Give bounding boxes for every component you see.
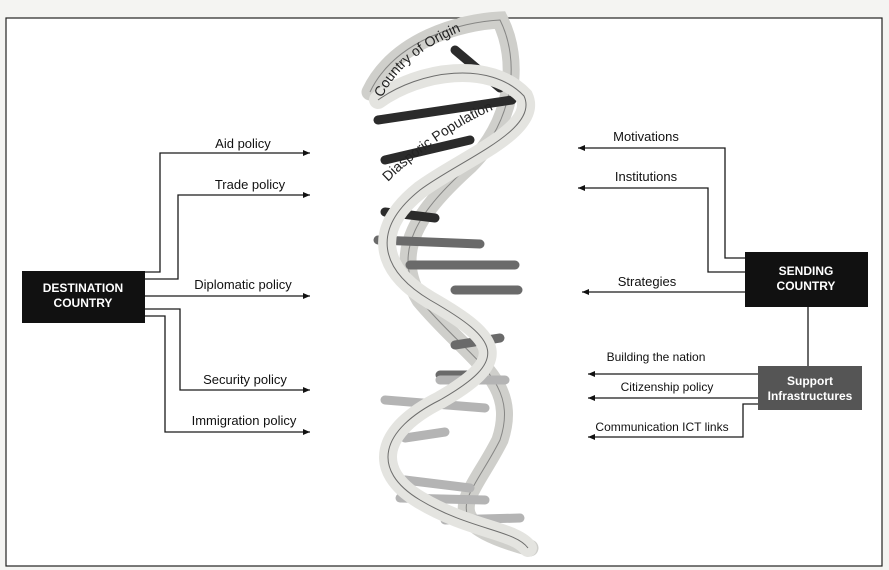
destination-label-line2: COUNTRY <box>54 296 113 310</box>
item-strategies: Strategies <box>618 274 677 289</box>
support-infrastructures-group: Support Infrastructures Building the nat… <box>588 350 862 440</box>
item-institutions: Institutions <box>615 169 678 184</box>
connector-trade <box>145 192 310 280</box>
helix-rung <box>373 95 517 125</box>
connector-communication <box>588 403 758 440</box>
connector-aid <box>145 150 310 273</box>
item-citizenship-policy: Citizenship policy <box>621 380 714 394</box>
policy-security: Security policy <box>203 372 287 387</box>
connector-motivations <box>578 145 745 259</box>
item-communication-ict: Communication ICT links <box>595 420 728 434</box>
support-infrastructures-box <box>758 366 862 410</box>
destination-country-box <box>22 271 145 323</box>
connector-security <box>145 308 310 393</box>
helix-rung <box>380 135 475 165</box>
item-building-nation: Building the nation <box>607 350 706 364</box>
sending-country-box <box>745 252 868 307</box>
support-label-line1: Support <box>787 374 833 388</box>
destination-label-line1: DESTINATION <box>43 281 123 295</box>
policy-immigration: Immigration policy <box>192 413 297 428</box>
sending-label-line1: SENDING <box>779 264 834 278</box>
helix-rung <box>400 475 475 493</box>
policy-trade: Trade policy <box>215 177 286 192</box>
connector-institutions <box>578 185 745 273</box>
destination-country-group: DESTINATION COUNTRY Aid policy Trade pol… <box>22 136 310 435</box>
connector-immigration <box>145 315 310 435</box>
policy-diplomatic: Diplomatic policy <box>194 277 292 292</box>
sending-country-group: SENDING COUNTRY Motivations Institutions… <box>578 129 868 366</box>
sending-label-line2: COUNTRY <box>777 279 836 293</box>
helix-rung <box>400 427 450 443</box>
support-label-line2: Infrastructures <box>768 389 853 403</box>
policy-aid: Aid policy <box>215 136 271 151</box>
item-motivations: Motivations <box>613 129 679 144</box>
